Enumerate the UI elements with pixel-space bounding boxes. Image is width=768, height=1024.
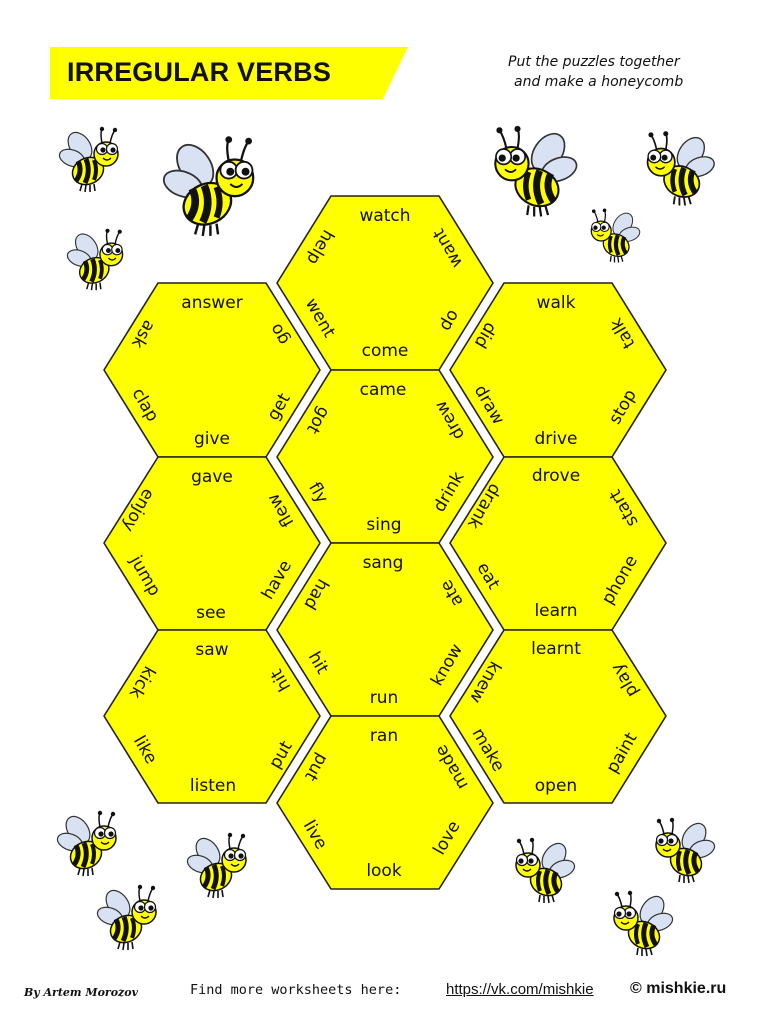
instructions: Put the puzzles together and make a hone… [490,52,730,92]
hex-word-bottom: sing [366,515,402,535]
bee-icon [583,206,641,266]
bee-icon [160,132,270,242]
hex-word-top: walk [536,293,576,313]
worksheets-link[interactable]: https://vk.com/mishkie [446,981,594,998]
hex-word-top: came [359,380,407,400]
bee-icon [604,888,674,960]
hex-cell-left-3[interactable] [103,629,321,804]
bee-icon [636,128,716,210]
hex-word-top: drove [531,466,581,486]
hex-word-bottom: learn [534,601,578,621]
hex-word-top: ran [369,726,399,746]
hex-cell-center-4[interactable] [276,715,494,890]
bee-icon [480,122,580,222]
hex-word-bottom: come [361,341,409,361]
hex-word-top: saw [195,640,229,660]
bee-icon [66,226,132,294]
find-more-text: Find more worksheets here: [190,982,402,998]
hex-cell-right-3[interactable] [449,629,667,804]
bee-icon [56,808,126,880]
bee-icon [646,815,716,887]
author-credit: By Artem Morozov [24,986,139,999]
copyright-text: © mishkie.ru [630,980,727,997]
instructions-line-1: Put the puzzles together [508,54,680,70]
page-title: IRREGULAR VERBS [67,57,332,87]
bee-icon [58,124,128,196]
hex-word-bottom: give [193,429,231,449]
hex-word-bottom: see [196,603,226,623]
instructions-line-2: and make a honeycomb [514,74,684,90]
hex-word-bottom: open [534,776,578,796]
hex-word-top: learnt [531,639,581,659]
hex-word-top: watch [359,206,411,226]
hex-word-bottom: run [369,688,399,708]
hex-word-top: sang [362,553,404,573]
hex-word-top: answer [181,293,243,313]
bee-icon [506,835,576,907]
hex-word-bottom: look [366,861,402,881]
hex-word-top: gave [191,467,233,487]
hex-word-bottom: listen [189,776,237,796]
hex-word-bottom: drive [534,429,578,449]
bee-icon [96,882,166,954]
title-banner [50,47,408,99]
bee-icon [186,830,256,902]
